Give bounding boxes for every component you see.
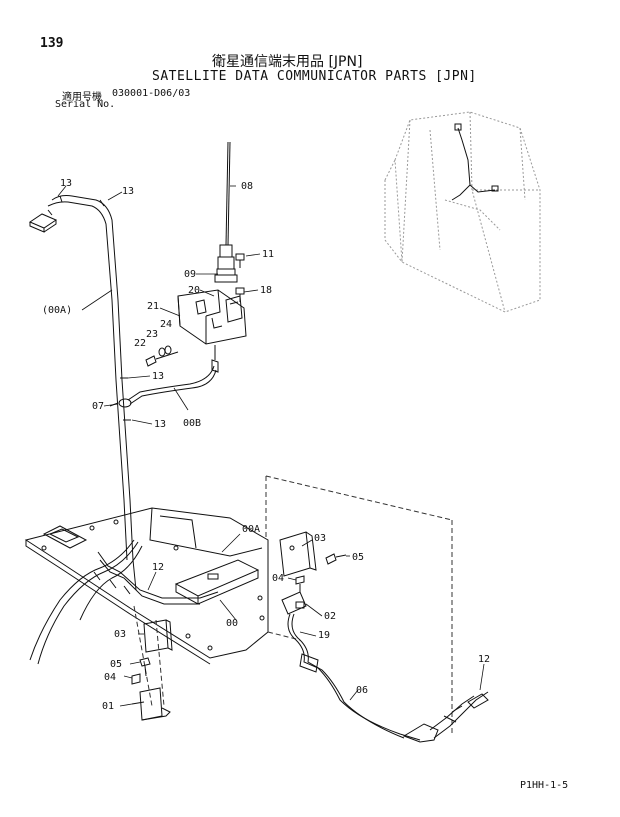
washer-04-left [131, 673, 141, 685]
callout-labels: 13 13 08 11 09 20 18 21 (00A) 24 23 22 1… [42, 178, 490, 712]
clamp-07 [109, 398, 132, 408]
bolt-05-left [139, 657, 151, 677]
callout-18: 18 [260, 285, 272, 296]
assembly-guides [133, 475, 453, 736]
bolt-11 [235, 253, 245, 268]
title-english: SATELLITE DATA COMMUNICATOR PARTS [JPN] [152, 69, 477, 84]
bolt-18 [235, 287, 245, 302]
bracket-03-left [143, 619, 173, 653]
callout-08: 08 [241, 181, 253, 192]
floor-plate [24, 507, 269, 665]
communicator-unit-00 [174, 559, 260, 605]
callout-22: 22 [134, 338, 146, 349]
bracket-01 [131, 687, 171, 721]
callout-00: 00 [226, 618, 238, 629]
callout-12: 12 [152, 562, 164, 573]
bracket-03-right [279, 531, 317, 577]
washers-22-24 [145, 345, 179, 367]
plate-wiring [29, 539, 219, 665]
bolt-05-right [325, 553, 347, 565]
antenna-08 [214, 141, 238, 283]
callout-04: 04 [104, 672, 116, 683]
callout-13: 13 [60, 178, 72, 189]
bracket-21 [177, 289, 247, 345]
callout-19: 19 [318, 630, 330, 641]
cable-ties-13 [59, 195, 131, 421]
cab-inset-harness [451, 123, 499, 201]
callout-21: 21 [147, 301, 159, 312]
callout-00A: 00A [242, 524, 260, 535]
callout-23: 23 [146, 329, 158, 340]
washer-04-right [295, 575, 305, 592]
cab-inset-illustration [384, 111, 541, 313]
callout-07: 07 [92, 401, 104, 412]
sensor-02 [281, 591, 307, 615]
callout-13: 13 [154, 419, 166, 430]
callout-00A-left: (00A) [42, 305, 72, 316]
callout-03: 03 [114, 629, 126, 640]
callout-01: 01 [102, 701, 114, 712]
harness-00A [28, 195, 137, 591]
leader-lines [57, 185, 485, 707]
callout-02: 02 [324, 611, 336, 622]
serial-label-english: Serial No. [55, 99, 116, 110]
callout-09: 09 [184, 269, 196, 280]
callout-13: 13 [152, 371, 164, 382]
cable-00B [127, 345, 219, 405]
document-code: P1HH-1-5 [520, 780, 569, 791]
callout-11: 11 [262, 249, 274, 260]
callout-00B: 00B [183, 418, 201, 429]
serial-number-value: 030001-D06/03 [112, 88, 191, 99]
callout-13: 13 [122, 186, 134, 197]
callout-12: 12 [478, 654, 490, 665]
callout-06: 06 [356, 685, 368, 696]
callout-20: 20 [188, 285, 200, 296]
callout-04: 04 [272, 573, 284, 584]
callout-05: 05 [352, 552, 364, 563]
serial-label-japanese: 適用号機 [62, 92, 102, 103]
title-japanese: 衛星通信端末用品 [JPN] [212, 54, 363, 70]
callout-03: 03 [314, 533, 326, 544]
callout-24: 24 [160, 319, 172, 330]
cable-19-06 [287, 613, 489, 743]
callout-05: 05 [110, 659, 122, 670]
page-number: 139 [40, 36, 64, 51]
